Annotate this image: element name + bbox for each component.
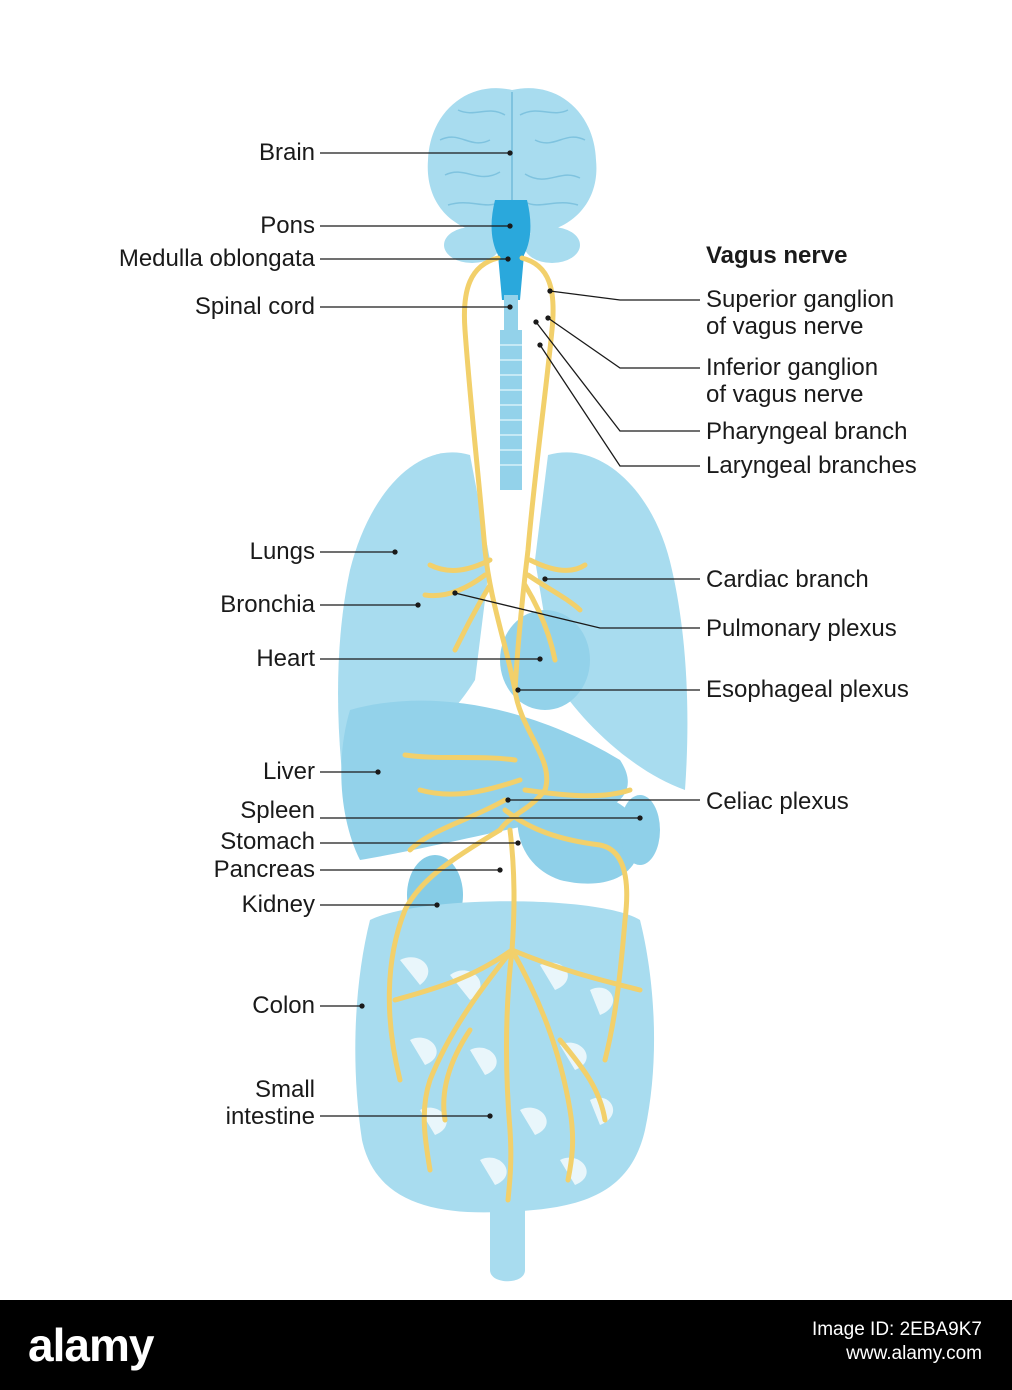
heart	[500, 610, 590, 710]
brain-gyri	[439, 109, 586, 206]
diagram-canvas: Brain Pons Medulla oblongata Spinal cord…	[118, 88, 917, 1282]
image-id: Image ID: 2EBA9K7	[811, 1319, 982, 1340]
lung-right	[535, 452, 688, 790]
label-pancreas: Pancreas	[213, 856, 315, 883]
watermark-bar	[0, 1300, 1012, 1390]
label-lungs: Lungs	[249, 538, 315, 565]
label-laryngeal-branches: Laryngeal branches	[706, 452, 917, 479]
spleen	[620, 795, 660, 865]
label-kidney: Kidney	[241, 891, 315, 918]
alamy-logo: alamy	[28, 1319, 154, 1371]
rectum	[490, 1195, 525, 1282]
label-pharyngeal-branch: Pharyngeal branch	[706, 418, 908, 445]
diagram-title: Vagus nerve	[706, 242, 848, 269]
label-stomach: Stomach	[220, 828, 315, 855]
spinal-cord	[504, 295, 518, 335]
stomach	[517, 792, 640, 884]
label-small-intestine-2: intestine	[225, 1103, 315, 1130]
label-bronchia: Bronchia	[220, 591, 315, 618]
liver	[341, 700, 628, 860]
label-pons: Pons	[260, 212, 315, 239]
label-superior-ganglion-2: of vagus nerve	[706, 313, 864, 340]
anatomy-illustration	[320, 88, 700, 1282]
vagus-left-trunk	[461, 255, 518, 693]
label-heart: Heart	[256, 645, 315, 672]
label-pulmonary-plexus: Pulmonary plexus	[706, 615, 897, 642]
trachea-rings	[500, 344, 522, 466]
cerebellum-right	[524, 227, 580, 263]
site-url: www.alamy.com	[846, 1343, 982, 1364]
brainstem	[491, 200, 531, 300]
label-spinal-cord: Spinal cord	[194, 293, 315, 320]
label-spleen: Spleen	[240, 797, 315, 824]
label-small-intestine-1: Small	[254, 1076, 315, 1103]
vagus-nerve	[386, 255, 643, 1203]
label-medulla: Medulla oblongata	[118, 245, 315, 272]
label-brain: Brain	[258, 139, 315, 166]
cerebellum-left	[444, 227, 500, 263]
label-inferior-ganglion-2: of vagus nerve	[706, 381, 864, 408]
label-superior-ganglion-1: Superior ganglion	[706, 286, 895, 313]
label-colon: Colon	[252, 992, 315, 1019]
image-id-block: Image ID: 2EBA9K7 www.alamy.com	[812, 1318, 982, 1366]
leader-lines	[320, 150, 700, 1119]
label-cardiac-branch: Cardiac branch	[706, 566, 869, 593]
label-inferior-ganglion-1: Inferior ganglion	[706, 354, 879, 381]
label-celiac-plexus: Celiac plexus	[706, 788, 849, 815]
label-liver: Liver	[262, 758, 315, 785]
label-esophageal-plexus: Esophageal plexus	[706, 676, 909, 703]
